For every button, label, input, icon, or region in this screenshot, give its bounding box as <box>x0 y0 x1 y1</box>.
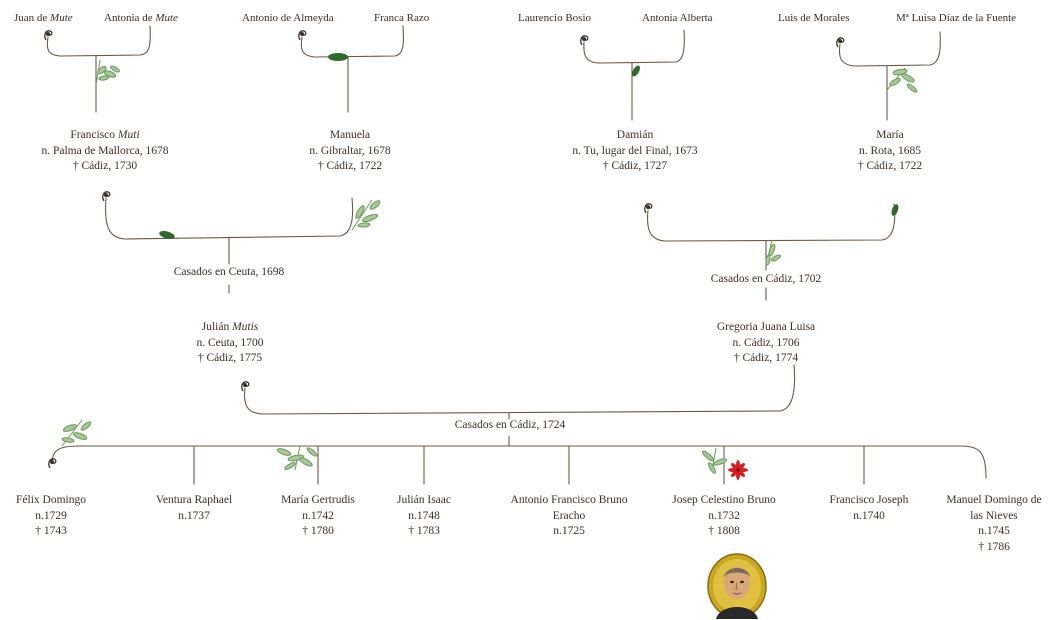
ancestor-franca-razo: Franca Razo <box>374 12 430 24</box>
child-manuel-domingo: Manuel Domingo de las Nieves n.1745 † 17… <box>946 494 1042 553</box>
sprig-icon <box>48 458 57 469</box>
person-manuela: Manuela n. Gibraltar, 1678 † Cádiz, 1722 <box>309 129 391 172</box>
ancestor-antonio-de-almeyda: Antonio de Almeyda <box>242 12 334 24</box>
leaf-sprig-icon <box>886 67 918 93</box>
sprig-icon <box>241 381 250 392</box>
ancestor-luis-de-morales: Luis de Morales <box>778 12 850 24</box>
bud-icon <box>328 53 348 61</box>
bud-icon <box>891 204 899 216</box>
ancestor-juan-de-mute: Juan de Mute <box>14 12 73 24</box>
child-maria-gertrudis: María Gertrudis n.1742 † 1780 <box>281 494 355 537</box>
marriage-ceuta: Casados en Ceuta, 1698 <box>173 266 285 278</box>
marriage-cadiz-1724: Casados en Cádiz, 1724 <box>454 419 566 431</box>
child-josep-celestino-bruno: Josep Celestino Bruno n.1732 † 1808 <box>672 494 776 537</box>
person-damian: Damián n. Tu, lugar del Final, 1673 † Cá… <box>572 129 698 172</box>
leaf-sprig-icon <box>701 447 728 474</box>
child-ventura-raphael: Ventura Raphael n.1737 <box>155 494 233 522</box>
sprig-icon <box>644 203 653 214</box>
child-antonio-francisco-bruno: Antonio Francisco Bruno Eracho n.1725 <box>510 494 628 537</box>
ancestor-maria-luisa-diaz: Mª Luisa Díaz de la Fuente <box>896 12 1017 24</box>
sprig-icon <box>102 191 111 202</box>
sprig-icon <box>44 30 53 41</box>
bud-icon <box>632 65 640 77</box>
bud-icon <box>159 231 175 239</box>
person-francisco-muti: Francisco Muti n. Palma de Mallorca, 167… <box>41 129 169 172</box>
person-julian-mutis: Julián Mutis n. Ceuta, 1700 † Cádiz, 177… <box>196 321 264 364</box>
person-maria: María n. Rota, 1685 † Cádiz, 1722 <box>857 129 923 172</box>
ancestor-laurencio-bosio: Laurencio Bosio <box>518 12 592 24</box>
leaf-sprig-icon <box>95 59 120 86</box>
portrait-medallion-icon <box>707 553 767 619</box>
leaf-sprig-icon <box>276 445 318 471</box>
sprig-icon <box>298 30 307 41</box>
sprig-icon <box>836 37 845 48</box>
sprig-icon <box>580 35 589 46</box>
leaf-sprig-icon <box>61 419 92 447</box>
ancestor-antonia-de-mute: Antonia de Mute <box>104 12 178 24</box>
ancestor-antonia-alberta: Antonia Alberta <box>642 12 713 24</box>
child-felix-domingo: Félix Domingo n.1729 † 1743 <box>16 494 86 537</box>
child-francisco-joseph: Francisco Joseph n.1740 <box>829 494 909 522</box>
child-julian-isaac: Julián Isaac n.1748 † 1783 <box>397 494 451 537</box>
person-gregoria: Gregoria Juana Luisa n. Cádiz, 1706 † Cá… <box>716 321 816 364</box>
red-flower-icon <box>728 460 748 480</box>
leaf-sprig-icon <box>765 239 781 267</box>
leaf-sprig-icon <box>351 199 381 231</box>
marriage-cadiz-1702: Casados en Cádiz, 1702 <box>710 273 822 285</box>
